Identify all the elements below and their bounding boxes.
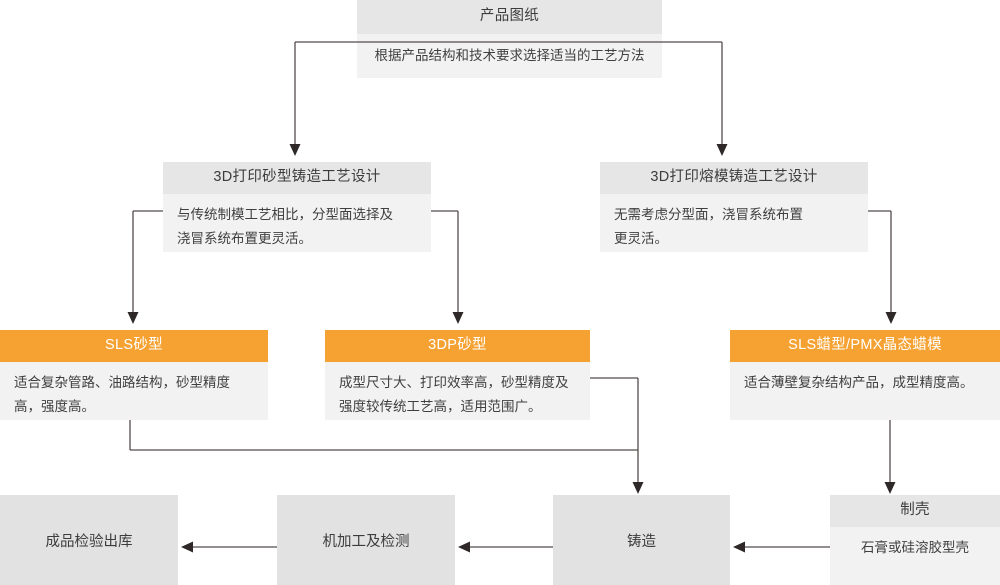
node-shell-making-body: 石膏或硅溶胶型壳 [830,527,1000,585]
node-sand-casting-design-header: 3D打印砂型铸造工艺设计 [163,162,431,194]
node-sand-casting-design-body: 与传统制模工艺相比，分型面选择及 浇冒系统布置更灵活。 [163,194,431,252]
node-casting: 铸造 [553,495,730,585]
node-machining-inspection-label: 机加工及检测 [322,533,410,550]
node-3dp-sand-body: 成型尺寸大、打印效率高，砂型精度及 强度较传统工艺高，适用范围广。 [325,362,590,420]
arrowhead-to-sls-sand [127,312,139,324]
node-sls-sand-header: SLS砂型 [0,330,268,362]
node-casting-label: 铸造 [627,533,656,550]
node-product-drawing-body: 根据产品结构和技术要求选择适当的工艺方法 [357,34,662,78]
node-sls-sand-body: 适合复杂管路、油路结构，砂型精度 高，强度高。 [0,362,268,420]
arrowhead-shell-to-casting [733,541,745,553]
arrowhead-to-3dp-sand [452,312,464,324]
node-final-inspection-label: 成品检验出库 [45,533,133,550]
arrowhead-to-sand-design [289,144,301,156]
node-final-inspection: 成品检验出库 [0,495,178,585]
node-sls-sand: SLS砂型 适合复杂管路、油路结构，砂型精度 高，强度高。 [0,330,268,420]
arrowhead-to-casting-left [632,482,644,494]
node-3dp-sand: 3DP砂型 成型尺寸大、打印效率高，砂型精度及 强度较传统工艺高，适用范围广。 [325,330,590,420]
node-sls-wax: SLS蜡型/PMX晶态蜡模 适合薄壁复杂结构产品，成型精度高。 [730,330,1000,420]
node-shell-making: 制壳 石膏或硅溶胶型壳 [830,495,1000,585]
node-investment-casting-design-body: 无需考虑分型面，浇冒系统布置 更灵活。 [600,194,868,252]
node-investment-casting-design: 3D打印熔模铸造工艺设计 无需考虑分型面，浇冒系统布置 更灵活。 [600,162,868,252]
arrowhead-machining-to-final [181,541,193,553]
node-sls-wax-body: 适合薄壁复杂结构产品，成型精度高。 [730,362,1000,420]
node-sls-wax-header: SLS蜡型/PMX晶态蜡模 [730,330,1000,362]
arrowhead-to-sls-wax [885,312,897,324]
node-sand-casting-design: 3D打印砂型铸造工艺设计 与传统制模工艺相比，分型面选择及 浇冒系统布置更灵活。 [163,162,431,252]
node-3dp-sand-header: 3DP砂型 [325,330,590,362]
node-investment-casting-design-header: 3D打印熔模铸造工艺设计 [600,162,868,194]
arrowhead-casting-to-machining [458,541,470,553]
node-product-drawing: 产品图纸 根据产品结构和技术要求选择适当的工艺方法 [357,0,662,78]
node-shell-making-header: 制壳 [830,495,1000,527]
arrowhead-to-shell [884,482,896,494]
arrowhead-to-investment-design [716,144,728,156]
node-machining-inspection: 机加工及检测 [277,495,455,585]
node-product-drawing-header: 产品图纸 [357,0,662,34]
